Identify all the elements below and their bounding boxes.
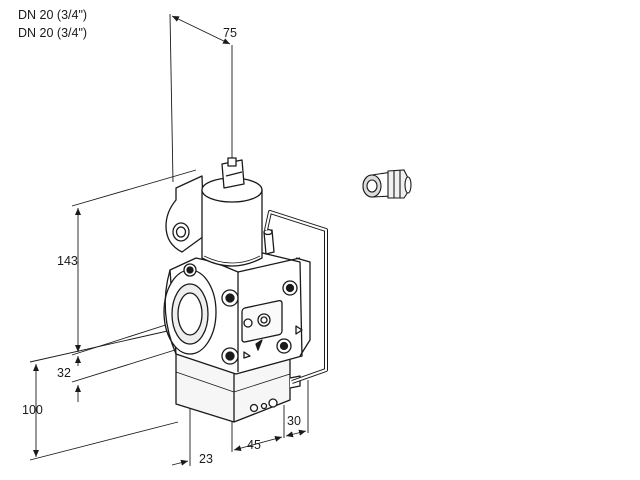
body-screws bbox=[183, 263, 298, 365]
dim-100: 100 bbox=[22, 403, 43, 417]
dim-32: 32 bbox=[57, 366, 71, 380]
nominal-size-line-2: DN 20 (3/4") bbox=[18, 26, 88, 40]
nominal-size-line-1: DN 20 (3/4") bbox=[18, 8, 88, 22]
cable-gland bbox=[362, 169, 412, 199]
valve-body bbox=[163, 157, 311, 423]
mounting-bracket bbox=[165, 175, 205, 253]
header: DN 20 (3/4") DN 20 (3/4") bbox=[18, 6, 87, 42]
dim-143: 143 bbox=[57, 254, 78, 268]
solenoid-coil bbox=[201, 189, 263, 267]
dim-45: 45 bbox=[247, 438, 261, 452]
dim-30: 30 bbox=[287, 414, 301, 428]
dim-75: 75 bbox=[223, 26, 237, 40]
dimension-lines bbox=[29, 13, 309, 466]
side-cover bbox=[295, 257, 311, 357]
dim-23: 23 bbox=[199, 452, 213, 466]
